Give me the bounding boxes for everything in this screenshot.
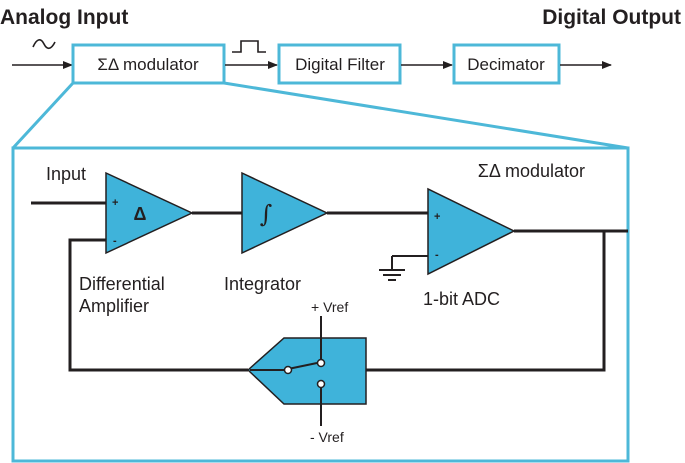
analog-input-heading: Analog Input — [0, 6, 128, 29]
integral-symbol: ∫ — [260, 200, 273, 228]
delta-symbol: Δ — [134, 204, 147, 224]
diff-amp-plus-sign: + — [112, 197, 118, 209]
sine-wave-icon — [32, 39, 56, 50]
digital-filter-block — [277, 43, 402, 85]
modulator-detail: Input + - Δ Differential Amplifier ∫ Int… — [31, 164, 628, 445]
integrator: ∫ — [241, 171, 329, 255]
zoom-line-left — [11, 81, 75, 150]
diff-amp-minus-sign: - — [113, 235, 117, 247]
input-label: Input — [46, 164, 86, 184]
decimator-block — [452, 43, 561, 85]
ground-icon — [379, 255, 428, 281]
feedback-wire-left — [68, 238, 248, 372]
diff-amp-label-line2: Amplifier — [79, 296, 149, 316]
feedback-wire-right — [366, 231, 606, 372]
vref-positive-label: + Vref — [311, 299, 348, 315]
decimator-block-label: Decimator — [467, 55, 545, 74]
modulator-detail-title: ΣΔ modulator — [478, 161, 585, 181]
top-signal-chain: ΣΔ modulator Digital Filter Decimator — [12, 39, 612, 85]
sd-modulator-block — [71, 43, 226, 85]
zoom-line-right — [223, 81, 629, 150]
diff-amp-label-line1: Differential — [79, 274, 165, 294]
adc-minus-sign: - — [435, 249, 439, 261]
differential-amplifier: + - Δ — [105, 171, 194, 255]
modulator-detail-frame — [11, 146, 630, 463]
digital-filter-block-label: Digital Filter — [295, 55, 385, 74]
one-bit-adc: + - — [427, 187, 516, 276]
adc-plus-sign: + — [434, 211, 440, 223]
square-pulse-icon — [232, 40, 266, 53]
reference-switch — [246, 316, 367, 426]
digital-output-heading: Digital Output — [542, 6, 681, 29]
vref-negative-label: - Vref — [310, 429, 344, 445]
adc-label: 1-bit ADC — [423, 289, 500, 309]
integrator-label: Integrator — [224, 274, 301, 294]
sd-modulator-block-label: ΣΔ modulator — [97, 55, 199, 74]
